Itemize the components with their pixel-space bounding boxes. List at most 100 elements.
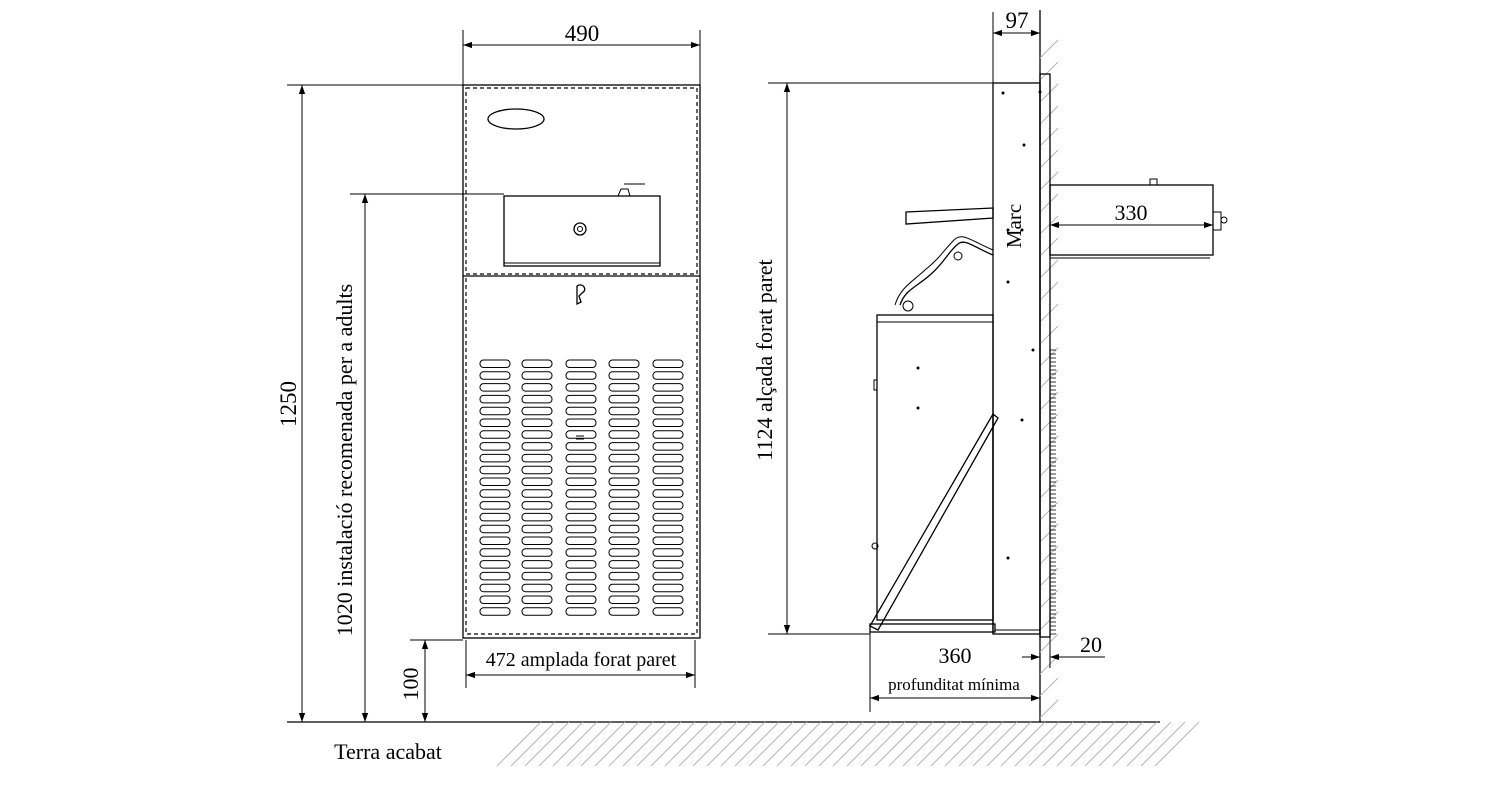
louver-slot bbox=[565, 477, 597, 486]
button-icon bbox=[573, 222, 587, 236]
louver-slot bbox=[479, 524, 511, 534]
louver-slot bbox=[565, 430, 597, 439]
louver-slot bbox=[652, 371, 684, 380]
louver-slot bbox=[608, 371, 640, 380]
min-depth-label: profunditat mínima bbox=[888, 675, 1020, 694]
lock-icon bbox=[576, 284, 586, 306]
flange-label: 20 bbox=[1080, 632, 1102, 657]
wall-opening-width-label: 472 amplada forat paret bbox=[486, 649, 677, 671]
louver-slot bbox=[479, 442, 511, 451]
louver-slot bbox=[521, 512, 553, 522]
louver-slot bbox=[652, 512, 684, 522]
louver-slot bbox=[521, 583, 553, 593]
louver-slot bbox=[608, 560, 640, 569]
louver-slot bbox=[565, 571, 597, 581]
louver-slot bbox=[608, 524, 640, 534]
louver-slot bbox=[608, 442, 640, 451]
louver-slot bbox=[479, 501, 511, 510]
louver-slot bbox=[479, 548, 511, 557]
louver-slot bbox=[479, 512, 511, 522]
louver-slot bbox=[608, 418, 640, 427]
louver-slot bbox=[652, 453, 684, 463]
louver-slot bbox=[608, 359, 640, 368]
wall-hatch bbox=[1039, 39, 1059, 719]
louver-slot bbox=[521, 524, 553, 534]
louver-slot bbox=[652, 406, 684, 416]
louver-slot bbox=[479, 607, 511, 616]
louver-slot bbox=[521, 489, 553, 498]
louver-slot bbox=[608, 394, 640, 404]
louver-slot bbox=[608, 536, 640, 545]
louver-slot bbox=[565, 536, 597, 545]
louver-slot bbox=[521, 406, 553, 416]
louver-slot bbox=[479, 571, 511, 581]
lower-dashed-panel bbox=[465, 278, 698, 635]
louver-slot bbox=[608, 583, 640, 593]
chiller-unit bbox=[876, 314, 994, 621]
louver-slot bbox=[608, 489, 640, 498]
frame-flange bbox=[1039, 73, 1051, 638]
louver-slot bbox=[479, 560, 511, 569]
louver-slot bbox=[521, 477, 553, 486]
louver-slot bbox=[521, 501, 553, 510]
louver-slot bbox=[652, 418, 684, 427]
louver-slot bbox=[521, 536, 553, 545]
louver-slot bbox=[479, 383, 511, 392]
louver-slot bbox=[479, 536, 511, 545]
louver-slot bbox=[479, 406, 511, 416]
louver-slot bbox=[565, 371, 597, 380]
louver-slot bbox=[479, 359, 511, 368]
basin-front bbox=[503, 195, 661, 267]
louver-slot bbox=[652, 465, 684, 475]
louver-slot bbox=[652, 394, 684, 404]
installation-height-label: 1020 instalació recomenada per a adults bbox=[332, 284, 357, 636]
floor-hatch bbox=[496, 721, 1200, 767]
louver-slot bbox=[565, 607, 597, 616]
spout-icon bbox=[617, 188, 631, 197]
front-dimensions: 490 1250 1020 instalació recomenada per … bbox=[276, 21, 701, 722]
louver-slot bbox=[652, 430, 684, 439]
louver-slot bbox=[565, 359, 597, 368]
louver-slot bbox=[521, 394, 553, 404]
louver-slot bbox=[565, 418, 597, 427]
louver-slot bbox=[608, 383, 640, 392]
wall-fins bbox=[1050, 349, 1056, 635]
front-view bbox=[462, 84, 701, 639]
louver-slot bbox=[652, 501, 684, 510]
frame-label: Marc bbox=[1002, 204, 1026, 248]
louver-slot bbox=[521, 571, 553, 581]
louver-slot bbox=[479, 430, 511, 439]
louver-slot bbox=[521, 465, 553, 475]
louver-slot bbox=[608, 512, 640, 522]
louver-slot bbox=[521, 607, 553, 616]
louver-slot bbox=[521, 418, 553, 427]
louver-slot bbox=[652, 383, 684, 392]
louver-slot bbox=[479, 477, 511, 486]
louver-slot bbox=[565, 512, 597, 522]
frame-depth-label: 97 bbox=[1006, 8, 1029, 33]
louver-slot bbox=[521, 453, 553, 463]
lever bbox=[905, 207, 994, 225]
louver-slot bbox=[652, 359, 684, 368]
louver-slot bbox=[565, 595, 597, 604]
badge-oval bbox=[487, 108, 545, 130]
opening-height-label: 1124 alçada forat paret bbox=[752, 259, 777, 460]
louver-slot bbox=[565, 524, 597, 534]
louver-slot bbox=[521, 442, 553, 451]
louver-slot bbox=[565, 383, 597, 392]
louver-slot bbox=[521, 383, 553, 392]
floor-label: Terra acabat bbox=[334, 739, 442, 764]
louver-slot bbox=[608, 548, 640, 557]
cabinet-outline bbox=[462, 84, 701, 639]
louver-slot bbox=[565, 465, 597, 475]
louver-slot bbox=[521, 560, 553, 569]
louver-slot bbox=[565, 394, 597, 404]
louver-slot bbox=[652, 536, 684, 545]
width-total-label: 490 bbox=[565, 21, 600, 46]
louver-slot bbox=[608, 430, 640, 439]
louver-slot bbox=[608, 571, 640, 581]
hose bbox=[899, 241, 994, 306]
louver-slot bbox=[652, 583, 684, 593]
side-view: Marc bbox=[869, 10, 1228, 722]
louver-slot bbox=[608, 595, 640, 604]
